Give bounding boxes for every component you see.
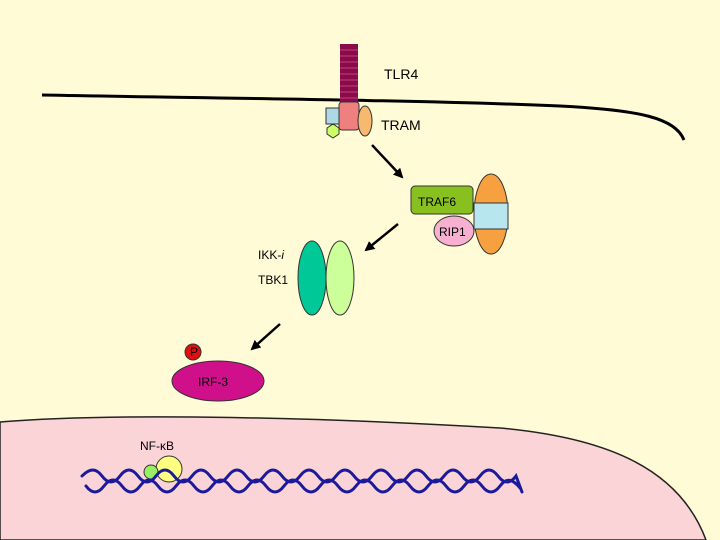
irf3-label: IRF-3: [198, 375, 228, 389]
tbk1-label: TBK1: [258, 273, 288, 287]
tlr4-receptor: [340, 44, 358, 104]
tram-complex: [325, 101, 373, 139]
phosphate-marker: [184, 343, 202, 361]
arrow-tram-to-traf6: [371, 144, 404, 179]
nucleus-region: [0, 416, 707, 540]
traf6-label: TRAF6: [418, 195, 456, 209]
arrow-ikk-to-irf3: [250, 323, 281, 351]
phosphate-label: P: [190, 345, 198, 359]
traf6-rip1-complex: [410, 173, 509, 255]
cell-membrane: [41, 93, 686, 141]
dna-helix: [80, 468, 524, 494]
arrow-traf6-to-ikk: [364, 223, 399, 252]
tlr4-label: TLR4: [384, 66, 418, 82]
nfkb-label: NF-κB: [140, 439, 174, 453]
irf3-protein: [171, 360, 265, 402]
rip1-label: RIP1: [439, 225, 466, 239]
tram-label: TRAM: [381, 117, 421, 133]
ikk-i-label: IKK-i: [258, 248, 284, 262]
ikk-tbk1-complex: [297, 240, 355, 316]
